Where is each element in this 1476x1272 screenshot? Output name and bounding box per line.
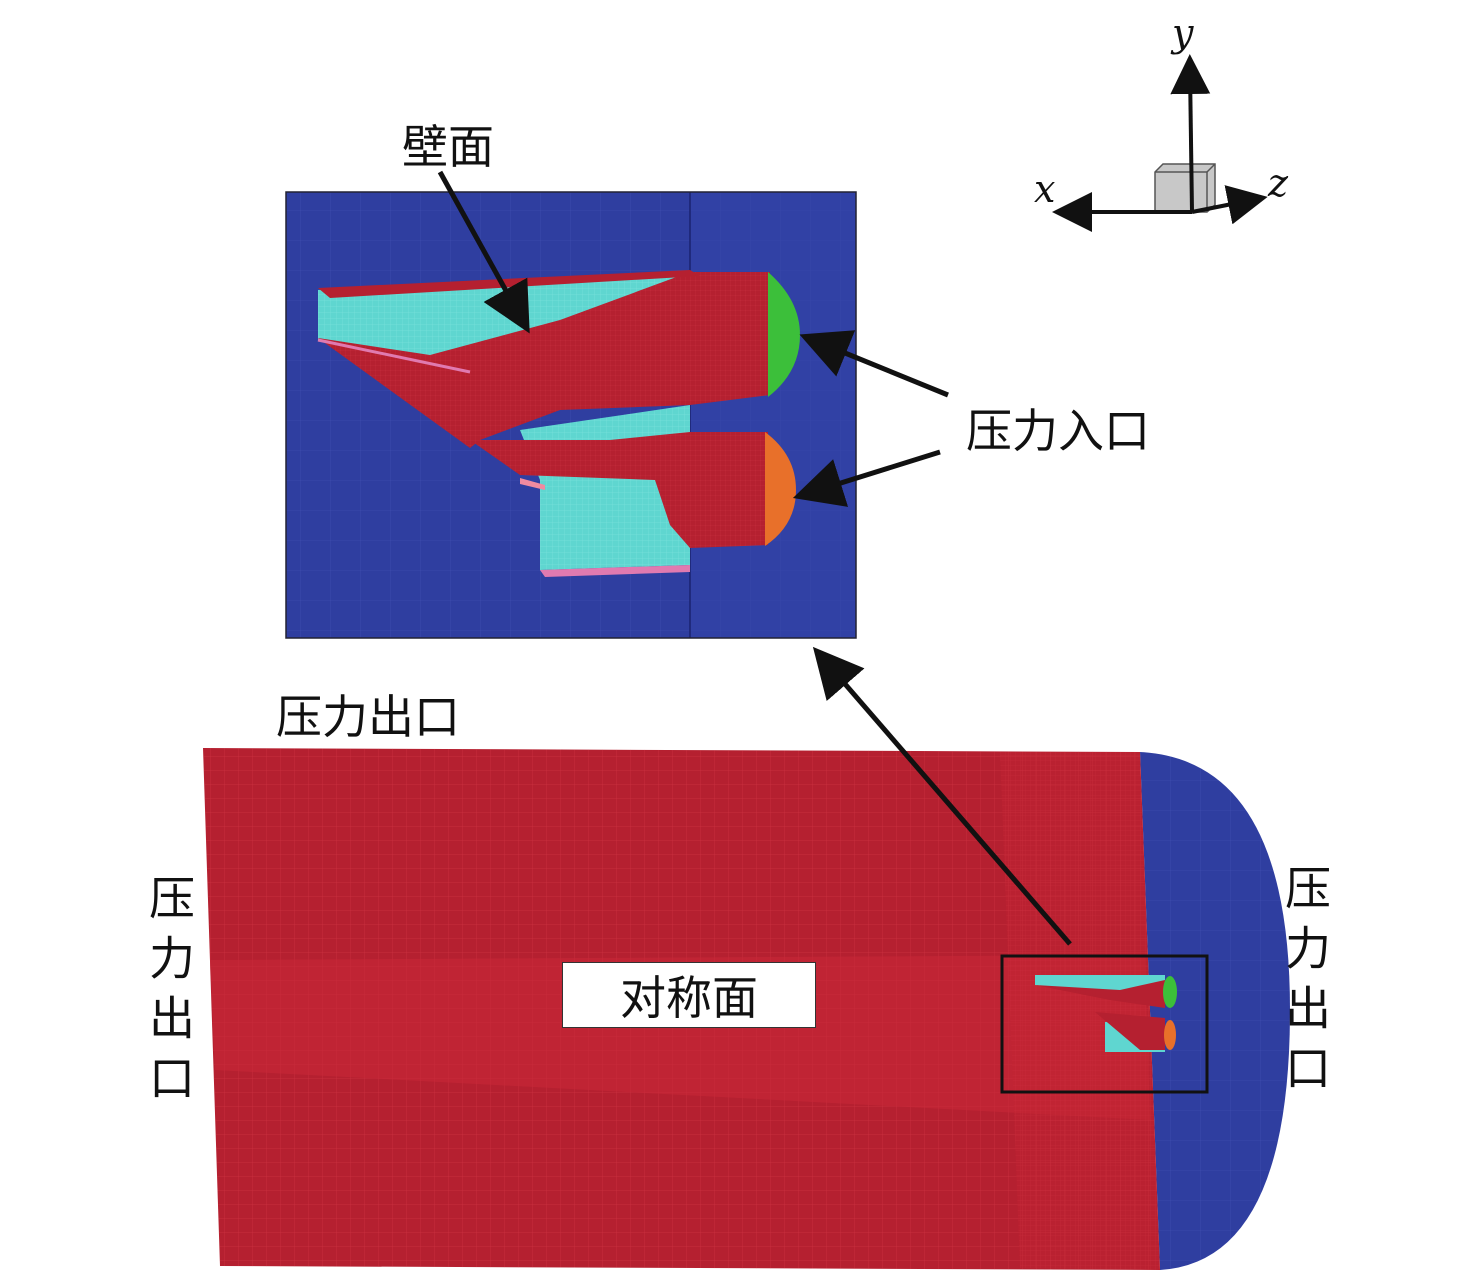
arrow-inlet-orange [792,449,941,507]
pressure-outlet-right-label: 压力出口 [1278,864,1332,1104]
symmetry-plane-label: 对称面 [562,962,816,1028]
zoom-region-box [1000,954,1209,1094]
pressure-inlet-label: 压力入口 [966,404,1150,458]
inlet-green [768,272,800,397]
arrow-zoom [812,646,1072,946]
axis-y-label: y [1172,11,1194,55]
pressure-outlet-top-label: 压力出口 [276,690,460,744]
inlet-orange [765,432,796,546]
axis-y-line [1170,54,1211,213]
axis-z-line [1191,185,1268,225]
axis-z-label: z [1268,161,1289,205]
callout-arrows [437,170,1072,946]
symmetry-plane-text: 对称面 [620,971,758,1025]
zoom-inset [285,191,857,639]
arrow-wall [437,170,530,334]
arrow-inlet-green [799,330,949,398]
wall-label: 壁面 [402,120,494,174]
pressure-outlet-left-label: 压力出口 [142,874,196,1114]
axis-x-label: x [1034,167,1056,211]
axis-triad [1052,54,1268,232]
model-miniature [1035,975,1177,1052]
